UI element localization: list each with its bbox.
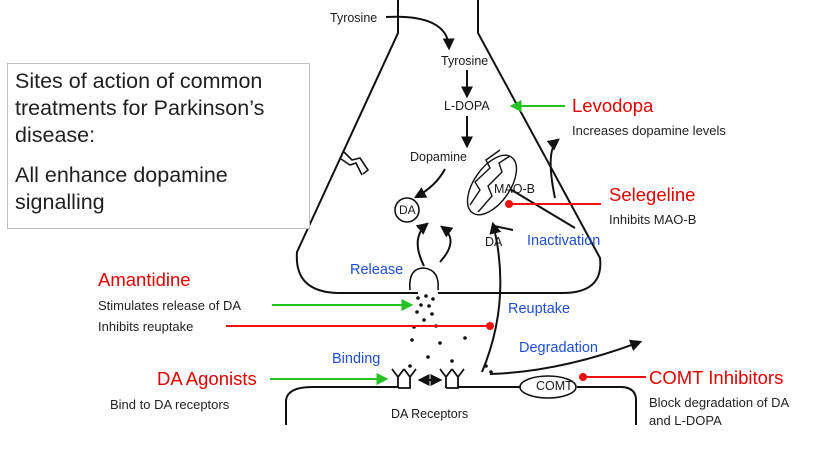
- info-line-2: treatments for Parkinson’s: [15, 96, 265, 120]
- label-da-free: DA: [485, 235, 503, 249]
- comt-enzyme: [519, 375, 577, 399]
- postsynaptic-membrane: [285, 386, 637, 425]
- label-tyrosine-outside: Tyrosine: [330, 11, 378, 25]
- inhibit-lines: [226, 200, 646, 381]
- da-vesicle-circle: [394, 197, 420, 223]
- label-dopamine: Dopamine: [410, 150, 467, 164]
- stimulate-arrows: [270, 100, 565, 385]
- info-line-3: disease:: [15, 123, 96, 147]
- label-tyrosine-inside: Tyrosine: [441, 54, 489, 68]
- process-arrows: [415, 138, 643, 386]
- drug-comt-inhibitors-effect-2: and L-DOPA: [649, 413, 722, 428]
- label-da-vesicle: DA: [399, 203, 416, 217]
- drug-da-agonists-effect: Bind to DA receptors: [110, 397, 230, 412]
- mitochondrion-icon: [466, 149, 518, 216]
- label-mao-b: MAO-B: [494, 182, 535, 196]
- info-box: Sites of action of common treatments for…: [7, 63, 310, 229]
- release-vesicle: [408, 267, 493, 374]
- label-da-receptors: DA Receptors: [391, 407, 469, 421]
- drug-comt-inhibitors-name: COMT Inhibitors: [649, 367, 784, 388]
- da-receptor-icons: [391, 368, 465, 389]
- drug-comt-inhibitors-effect-1: Block degradation of DA: [649, 395, 790, 410]
- drug-amantidine-effect-1: Stimulates release of DA: [98, 298, 242, 313]
- process-reuptake: Reuptake: [508, 301, 571, 317]
- drug-levodopa-effect: Increases dopamine levels: [572, 123, 726, 138]
- label-ldopa: L-DOPA: [444, 99, 490, 113]
- drug-selegeline-name: Selegeline: [609, 184, 696, 205]
- process-release: Release: [350, 262, 404, 278]
- process-inactivation: Inactivation: [527, 233, 601, 249]
- drug-selegeline-effect: Inhibits MAO-B: [609, 212, 697, 227]
- autoreceptor-icon: [340, 151, 370, 176]
- synthesis-arrows: [385, 15, 473, 199]
- info-line-5: signalling: [15, 190, 105, 214]
- drug-da-agonists-name: DA Agonists: [157, 368, 257, 389]
- drug-amantidine-effect-2: Inhibits reuptake: [98, 319, 194, 334]
- drug-amantidine-name: Amantidine: [98, 269, 191, 290]
- process-degradation: Degradation: [519, 340, 598, 356]
- label-comt: COMT: [536, 379, 573, 393]
- process-binding: Binding: [332, 351, 381, 367]
- drug-levodopa-name: Levodopa: [572, 95, 654, 116]
- info-line-1: Sites of action of common: [15, 69, 263, 93]
- info-line-4: All enhance dopamine: [15, 163, 228, 187]
